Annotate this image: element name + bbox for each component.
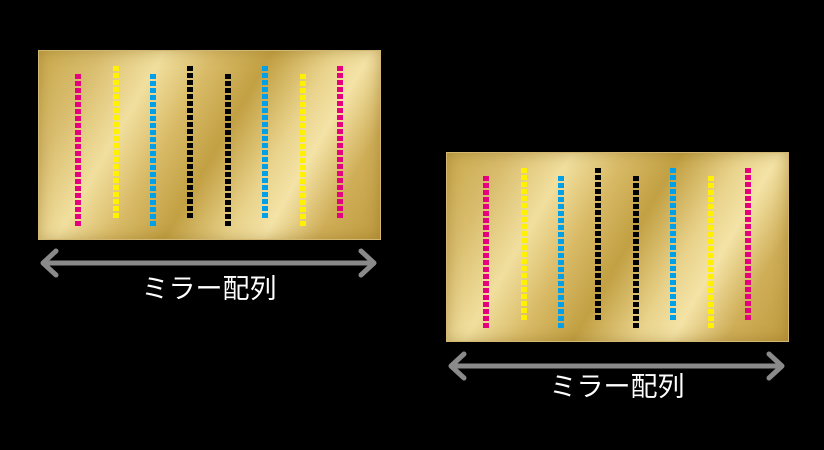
nozzle-column-1 <box>75 74 81 227</box>
nozzle-column-5 <box>633 176 639 329</box>
print-head-left <box>38 50 381 240</box>
mirror-layout-label-right: ミラー配列 <box>549 372 685 403</box>
double-arrow-icon <box>448 351 785 381</box>
double-arrow-right <box>448 351 785 381</box>
nozzle-column-1 <box>483 176 489 329</box>
double-arrow-left <box>40 248 377 278</box>
nozzle-column-8 <box>337 66 343 219</box>
nozzle-column-3 <box>558 176 564 329</box>
nozzle-column-4 <box>595 168 601 321</box>
nozzle-column-8 <box>745 168 751 321</box>
nozzle-column-5 <box>225 74 231 227</box>
print-head-right <box>446 152 789 342</box>
nozzle-column-4 <box>187 66 193 219</box>
nozzle-column-3 <box>150 74 156 227</box>
nozzle-column-2 <box>113 66 119 219</box>
nozzle-column-2 <box>521 168 527 321</box>
nozzle-column-7 <box>708 176 714 329</box>
nozzle-column-6 <box>262 66 268 219</box>
nozzle-column-7 <box>300 74 306 227</box>
double-arrow-icon <box>40 248 377 278</box>
mirror-layout-label-left: ミラー配列 <box>141 274 277 305</box>
nozzle-column-6 <box>670 168 676 321</box>
